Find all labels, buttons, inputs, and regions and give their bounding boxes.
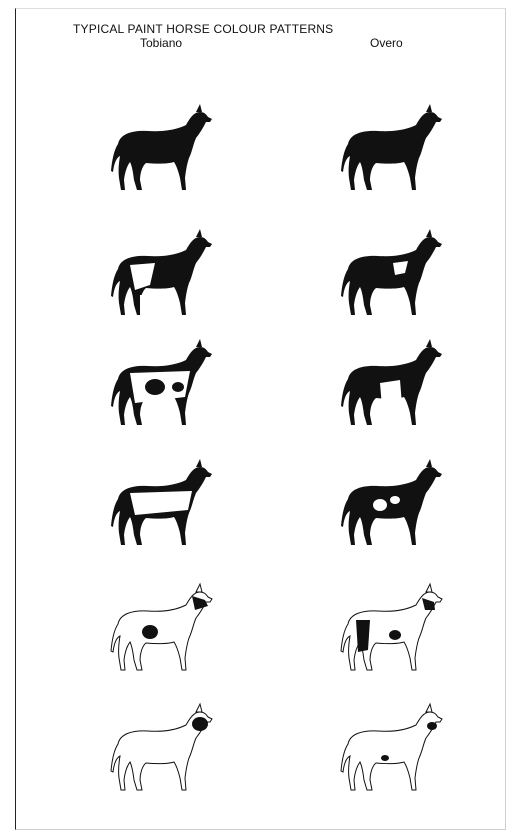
horse-tobiano-6 xyxy=(100,700,225,800)
horse-overo-3 xyxy=(330,335,455,435)
horse-overo-6 xyxy=(330,700,455,800)
horse-overo-1 xyxy=(330,100,455,200)
column-header-tobiano: Tobiano xyxy=(140,36,182,50)
horse-tobiano-1 xyxy=(100,100,225,200)
horse-overo-4 xyxy=(330,455,455,555)
horse-overo-2 xyxy=(330,225,455,325)
horse-tobiano-2 xyxy=(100,225,225,325)
horse-overo-5 xyxy=(330,580,455,680)
column-header-overo: Overo xyxy=(370,36,403,50)
diagram-title: TYPICAL PAINT HORSE COLOUR PATTERNS xyxy=(73,22,473,36)
horse-tobiano-3 xyxy=(100,335,225,435)
horse-tobiano-4 xyxy=(100,455,225,555)
horse-tobiano-5 xyxy=(100,580,225,680)
